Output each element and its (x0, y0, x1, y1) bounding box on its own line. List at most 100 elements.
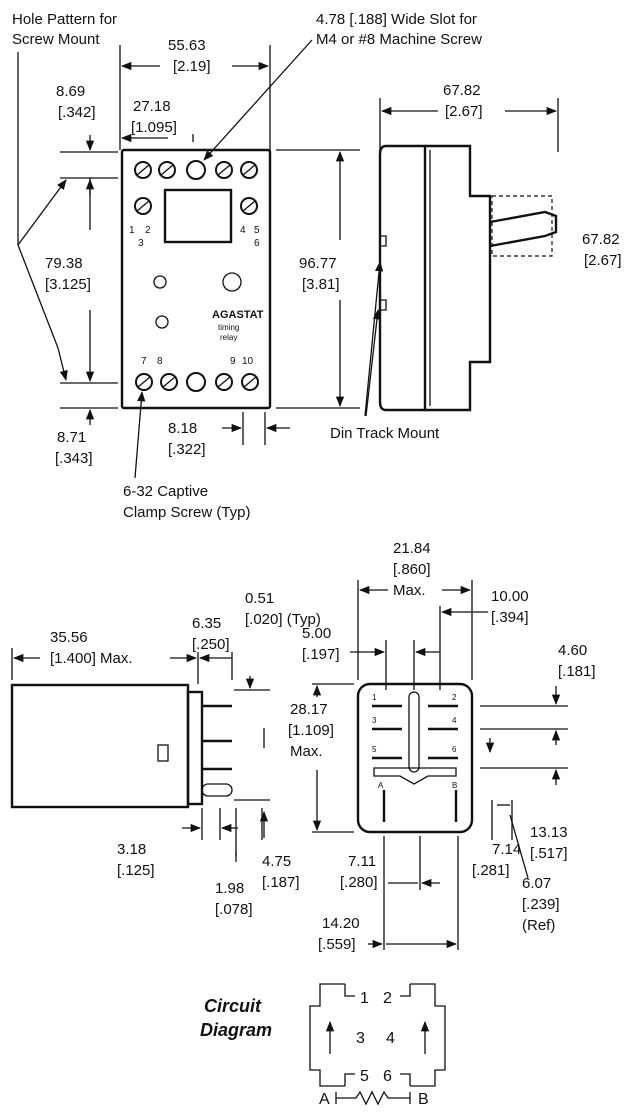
hole-pattern-label-1: Hole Pattern for (12, 11, 117, 28)
face-width-mm: 21.84 (393, 540, 431, 557)
pin-in: [.181] (558, 663, 596, 680)
face-height-in: [1.109] (288, 722, 334, 739)
face-pin-4: 4 (452, 716, 457, 725)
right-mm: 10.00 (491, 588, 529, 605)
circuit-title-1: Circuit (204, 996, 262, 1016)
face-a-in: [.280] (340, 874, 378, 891)
face-a-mm: 7.11 (348, 853, 376, 870)
terminal-1: 1 (129, 225, 135, 236)
slot-pos-mm: 27.18 (133, 98, 171, 115)
dim-b-in: [.078] (215, 901, 253, 918)
circuit-pin-2: 2 (383, 990, 392, 1007)
top-terminal-screws (134, 160, 258, 215)
dim-c-mm: 4.75 (262, 853, 291, 870)
width-in: [2.19] (173, 58, 211, 75)
top-offset-in: [.342] (58, 104, 96, 121)
height-in: [3.81] (302, 276, 340, 293)
face-pin-2: 2 (452, 693, 457, 702)
front-view: Hole Pattern for Screw Mount 55.63 [2.19… (12, 11, 482, 521)
circuit-title-2: Diagram (200, 1020, 272, 1040)
circuit-pin-4: 4 (386, 1030, 395, 1047)
depth-mm: 67.82 (443, 82, 481, 99)
slot-note-2: M4 or #8 Machine Screw (316, 31, 482, 48)
pin-thick-mm: 0.51 (245, 590, 274, 607)
dim-a-in: [.125] (117, 862, 155, 879)
circuit-pin-6: 6 (383, 1068, 392, 1085)
circuit-pin-5: 5 (360, 1068, 369, 1085)
face-pin-5: 5 (372, 745, 377, 754)
face-b-mm: 7.14 (492, 841, 521, 858)
ref-mm: 6.07 (522, 875, 551, 892)
face-pin-b: B (452, 781, 457, 790)
face-width-in: [.860] (393, 561, 431, 578)
body-in: [1.400] Max. (50, 650, 133, 667)
face-height-mm: 28.17 (290, 701, 328, 718)
depth-in: [2.67] (445, 103, 483, 120)
lower-mm: 13.13 (530, 824, 568, 841)
pin-len-mm: 6.35 (192, 615, 221, 632)
pin-thick-in: [.020] (Typ) (245, 611, 321, 628)
ref-note: (Ref) (522, 917, 555, 934)
terminal-9: 9 (230, 356, 236, 367)
face-b-in: [.281] (472, 862, 510, 879)
lower-in: [.517] (530, 845, 568, 862)
side-in: [2.67] (584, 252, 622, 269)
left-mm: 5.00 (302, 625, 331, 642)
span-mm: 14.20 (322, 915, 360, 932)
pin-len-in: [.250] (192, 636, 230, 653)
clamp-note-1: 6-32 Captive (123, 483, 208, 500)
clamp-note-2: Clamp Screw (Typ) (123, 504, 251, 521)
face-height-max: Max. (290, 743, 323, 760)
circuit-pin-1: 1 (360, 990, 369, 1007)
body-mm: 35.56 (50, 629, 88, 646)
dim-b-mm: 1.98 (215, 880, 244, 897)
right-in: [.394] (491, 609, 529, 626)
coil-b-label: B (418, 1091, 429, 1108)
coil-a-label: A (319, 1091, 330, 1108)
terminal-7: 7 (141, 356, 147, 367)
terminal-2: 2 (145, 225, 151, 236)
relay-side-view: 0.51 [.020] (Typ) 6.35 [.250] 35.56 [1.4… (10, 590, 321, 918)
bottom-offset-mm: 8.71 (57, 429, 86, 446)
circuit-pin-3: 3 (356, 1030, 365, 1047)
face-pin-3: 3 (372, 716, 377, 725)
hole-pattern-label-2: Screw Mount (12, 31, 100, 48)
pin-mm: 4.60 (558, 642, 587, 659)
bottom-offset-in: [.343] (55, 450, 93, 467)
width-mm: 55.63 (168, 37, 206, 54)
hole-span-mm: 79.38 (45, 255, 83, 272)
dim-a-mm: 3.18 (117, 841, 146, 858)
pitch-mm: 8.18 (168, 420, 197, 437)
pitch-in: [.322] (168, 441, 206, 458)
left-in: [.197] (302, 646, 340, 663)
height-mm: 96.77 (299, 255, 337, 272)
terminal-8: 8 (157, 356, 163, 367)
brand-sub-2: relay (220, 333, 237, 342)
face-width-max: Max. (393, 582, 426, 599)
circuit-diagram: Circuit Diagram 1 2 3 4 5 6 A B (200, 983, 446, 1108)
slot-note-1: 4.78 [.188] Wide Slot for (316, 11, 477, 28)
terminal-10: 10 (242, 356, 254, 367)
face-pin-6: 6 (452, 745, 457, 754)
din-track-label: Din Track Mount (330, 425, 440, 442)
terminal-3: 3 (138, 238, 144, 249)
span-in: [.559] (318, 936, 356, 953)
side-mm: 67.82 (582, 231, 620, 248)
dim-c-in: [.187] (262, 874, 300, 891)
bottom-terminal-screws (135, 372, 259, 392)
side-view: 67.82 [2.67] 67.82 [2.67] Din Track Moun… (330, 82, 622, 442)
terminal-5: 5 (254, 225, 260, 236)
hole-span-in: [3.125] (45, 276, 91, 293)
top-offset-mm: 8.69 (56, 83, 85, 100)
face-pin-1: 1 (372, 693, 377, 702)
terminal-4: 4 (240, 225, 246, 236)
relay-face-view: 21.84 [.860] Max. 10.00 [.394] 5.00 [.19… (288, 540, 596, 953)
brand-name: AGASTAT (212, 309, 264, 321)
slot-pos-in: [1.095] (131, 119, 177, 136)
ref-in: [.239] (522, 896, 560, 913)
terminal-6: 6 (254, 238, 260, 249)
brand-sub-1: timing (218, 323, 239, 332)
face-pin-a: A (378, 781, 384, 790)
